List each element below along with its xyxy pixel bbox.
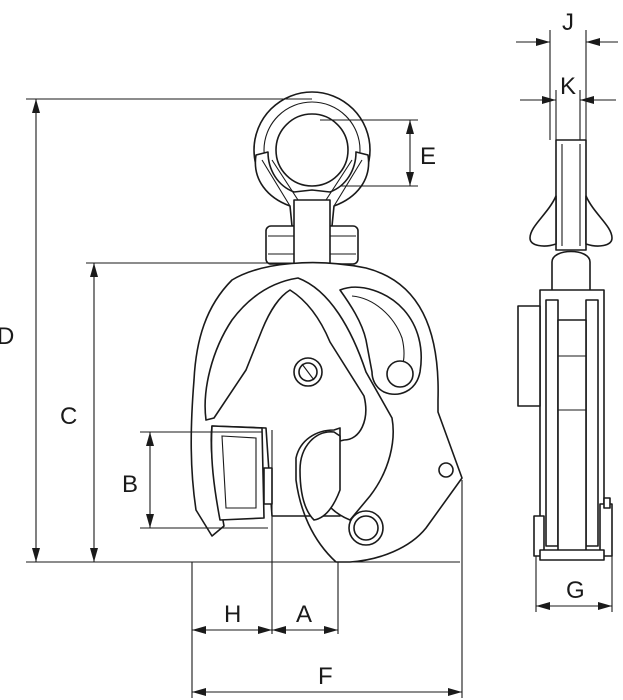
lifting-eye — [253, 91, 371, 227]
label-j: J — [562, 9, 574, 36]
clamp-body — [190, 261, 463, 563]
dimension-lines-side — [516, 30, 618, 612]
side-view — [516, 30, 618, 612]
label-h: H — [224, 601, 241, 628]
label-a: A — [296, 601, 312, 628]
label-b: B — [122, 471, 138, 498]
label-e: E — [420, 143, 436, 170]
swivel-block — [265, 199, 359, 265]
label-g: G — [566, 577, 585, 604]
dimension-lines-front — [26, 98, 463, 698]
label-k: K — [560, 73, 576, 100]
label-c: C — [60, 403, 77, 430]
label-f: F — [318, 663, 333, 690]
label-d: D — [0, 323, 14, 350]
front-view — [26, 91, 463, 698]
